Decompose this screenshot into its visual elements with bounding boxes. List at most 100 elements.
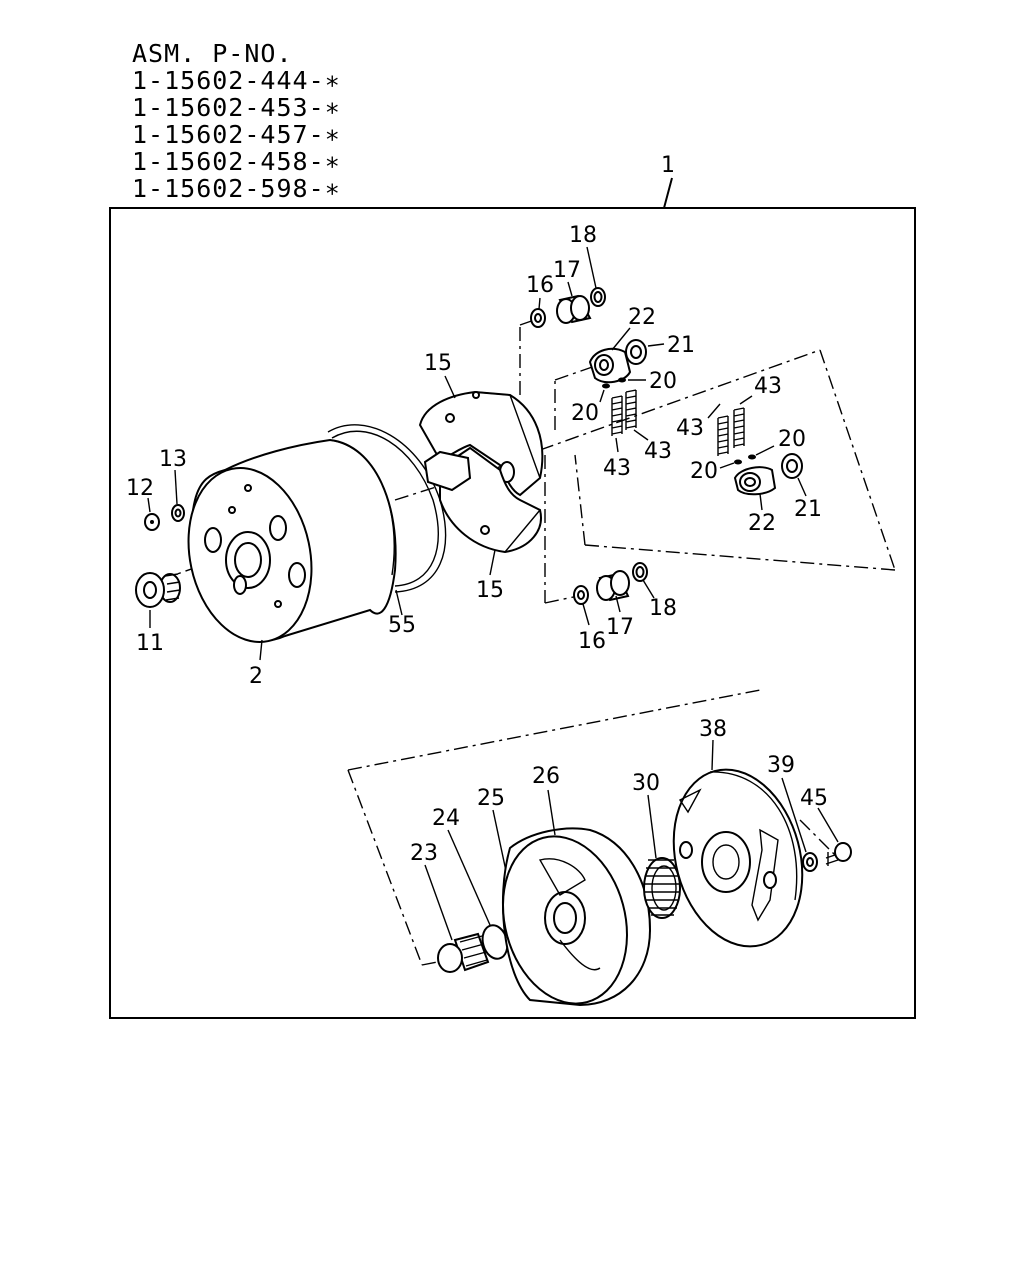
leader-15-lower	[489, 549, 496, 576]
callout-16-upper: 16	[526, 273, 554, 298]
spring-seat-20-upper	[602, 377, 626, 389]
washer-18-upper	[590, 287, 606, 307]
roller-17-lower	[596, 570, 630, 602]
assembly-frame	[109, 207, 916, 1019]
leader-22-right	[759, 493, 763, 511]
callout-38: 38	[699, 717, 727, 742]
leader-45	[817, 807, 839, 843]
leader-assembly	[663, 177, 673, 209]
spring-30	[643, 857, 681, 919]
part-number-4: 1-15602-458-∗	[132, 147, 341, 176]
leader-39	[781, 777, 807, 853]
housing-drum	[187, 438, 397, 643]
cover-26	[501, 827, 652, 1007]
flyweight-22-right	[733, 466, 777, 496]
bushing-21-upper	[625, 339, 647, 365]
leader-22-upper	[611, 327, 631, 351]
callout-2: 2	[249, 664, 263, 689]
assembly-part-number-block: ASM. P-NO. 1-15602-444-∗ 1-15602-453-∗ 1…	[132, 40, 341, 202]
assembly-title: ASM. P-NO.	[132, 39, 293, 68]
leader-38	[711, 739, 714, 771]
callout-21-right: 21	[794, 497, 822, 522]
callout-30: 30	[632, 771, 660, 796]
leader-17-lower	[615, 595, 621, 613]
leader-20-right-a	[719, 462, 735, 469]
bolt-12	[144, 513, 160, 531]
leader-20-upper-a	[599, 389, 605, 403]
leader-21-upper	[647, 343, 665, 347]
springs-43-right	[717, 407, 745, 456]
callout-43-right-a: 43	[676, 416, 704, 441]
leader-18-upper	[586, 246, 597, 289]
leader-13	[174, 469, 178, 505]
leader-12	[147, 497, 151, 513]
callout-25: 25	[477, 786, 505, 811]
leader-26	[547, 789, 556, 836]
plug-11	[135, 572, 181, 608]
leader-43-upper-b	[633, 429, 649, 441]
leader-55	[395, 589, 403, 616]
leader-24	[447, 829, 491, 926]
callout-22-right: 22	[748, 511, 776, 536]
washer-39	[802, 852, 818, 872]
callout-13: 13	[159, 447, 187, 472]
leader-43-upper-a	[615, 437, 619, 453]
cam-ring-lower-15	[423, 446, 542, 554]
leader-15-upper	[444, 375, 456, 399]
callout-17-lower: 17	[606, 615, 634, 640]
callout-16-lower: 16	[578, 629, 606, 654]
callout-15-upper: 15	[424, 351, 452, 376]
leader-16-lower	[582, 603, 590, 626]
leader-43-right-a	[707, 403, 721, 419]
roller-pin-16-upper	[530, 308, 546, 328]
callout-21-upper: 21	[667, 333, 695, 358]
callout-20-upper-a: 20	[571, 401, 599, 426]
leader-housing	[259, 639, 263, 661]
plug-23	[437, 932, 490, 973]
callout-26: 26	[532, 764, 560, 789]
callout-55: 55	[388, 613, 416, 638]
roller-17-upper	[556, 294, 592, 324]
plate-38	[672, 768, 804, 948]
callout-22-upper: 22	[628, 305, 656, 330]
part-number-5: 1-15602-598-∗	[132, 174, 341, 203]
springs-43-upper	[611, 389, 637, 436]
callout-15-lower: 15	[476, 578, 504, 603]
callout-1: 1	[661, 153, 675, 178]
callout-11: 11	[136, 631, 164, 656]
leader-17-upper	[567, 281, 573, 297]
callout-20-right-a: 20	[690, 459, 718, 484]
leader-21-right	[797, 477, 807, 497]
flyweight-22-upper	[588, 347, 632, 384]
callout-24: 24	[432, 806, 460, 831]
callout-45: 45	[800, 786, 828, 811]
spring-seat-20-right	[734, 454, 756, 465]
roller-pin-16-lower	[573, 585, 589, 605]
callout-43-upper-a: 43	[603, 456, 631, 481]
washer-13	[171, 504, 185, 522]
leader-20-right-b	[755, 445, 775, 456]
bushing-21-right	[781, 453, 803, 479]
callout-20-right-b: 20	[778, 427, 806, 452]
callout-43-right-b: 43	[754, 374, 782, 399]
washer-18-lower	[632, 562, 648, 582]
callout-18-upper: 18	[569, 223, 597, 248]
callout-17-upper: 17	[553, 258, 581, 283]
cam-ring-upper-15	[418, 390, 544, 497]
callout-39: 39	[767, 753, 795, 778]
part-number-2: 1-15602-453-∗	[132, 93, 341, 122]
leader-18-lower	[642, 579, 655, 599]
part-number-3: 1-15602-457-∗	[132, 120, 341, 149]
part-number-1: 1-15602-444-∗	[132, 66, 341, 95]
callout-20-upper-b: 20	[649, 369, 677, 394]
leader-16-upper	[538, 297, 541, 310]
leader-43-right-b	[739, 395, 753, 405]
leader-23	[424, 864, 453, 941]
callout-23: 23	[410, 841, 438, 866]
bolt-45	[825, 842, 852, 866]
callout-43-upper-b: 43	[644, 439, 672, 464]
callout-18-lower: 18	[649, 596, 677, 621]
leader-30	[647, 794, 657, 859]
callout-12: 12	[126, 476, 154, 501]
